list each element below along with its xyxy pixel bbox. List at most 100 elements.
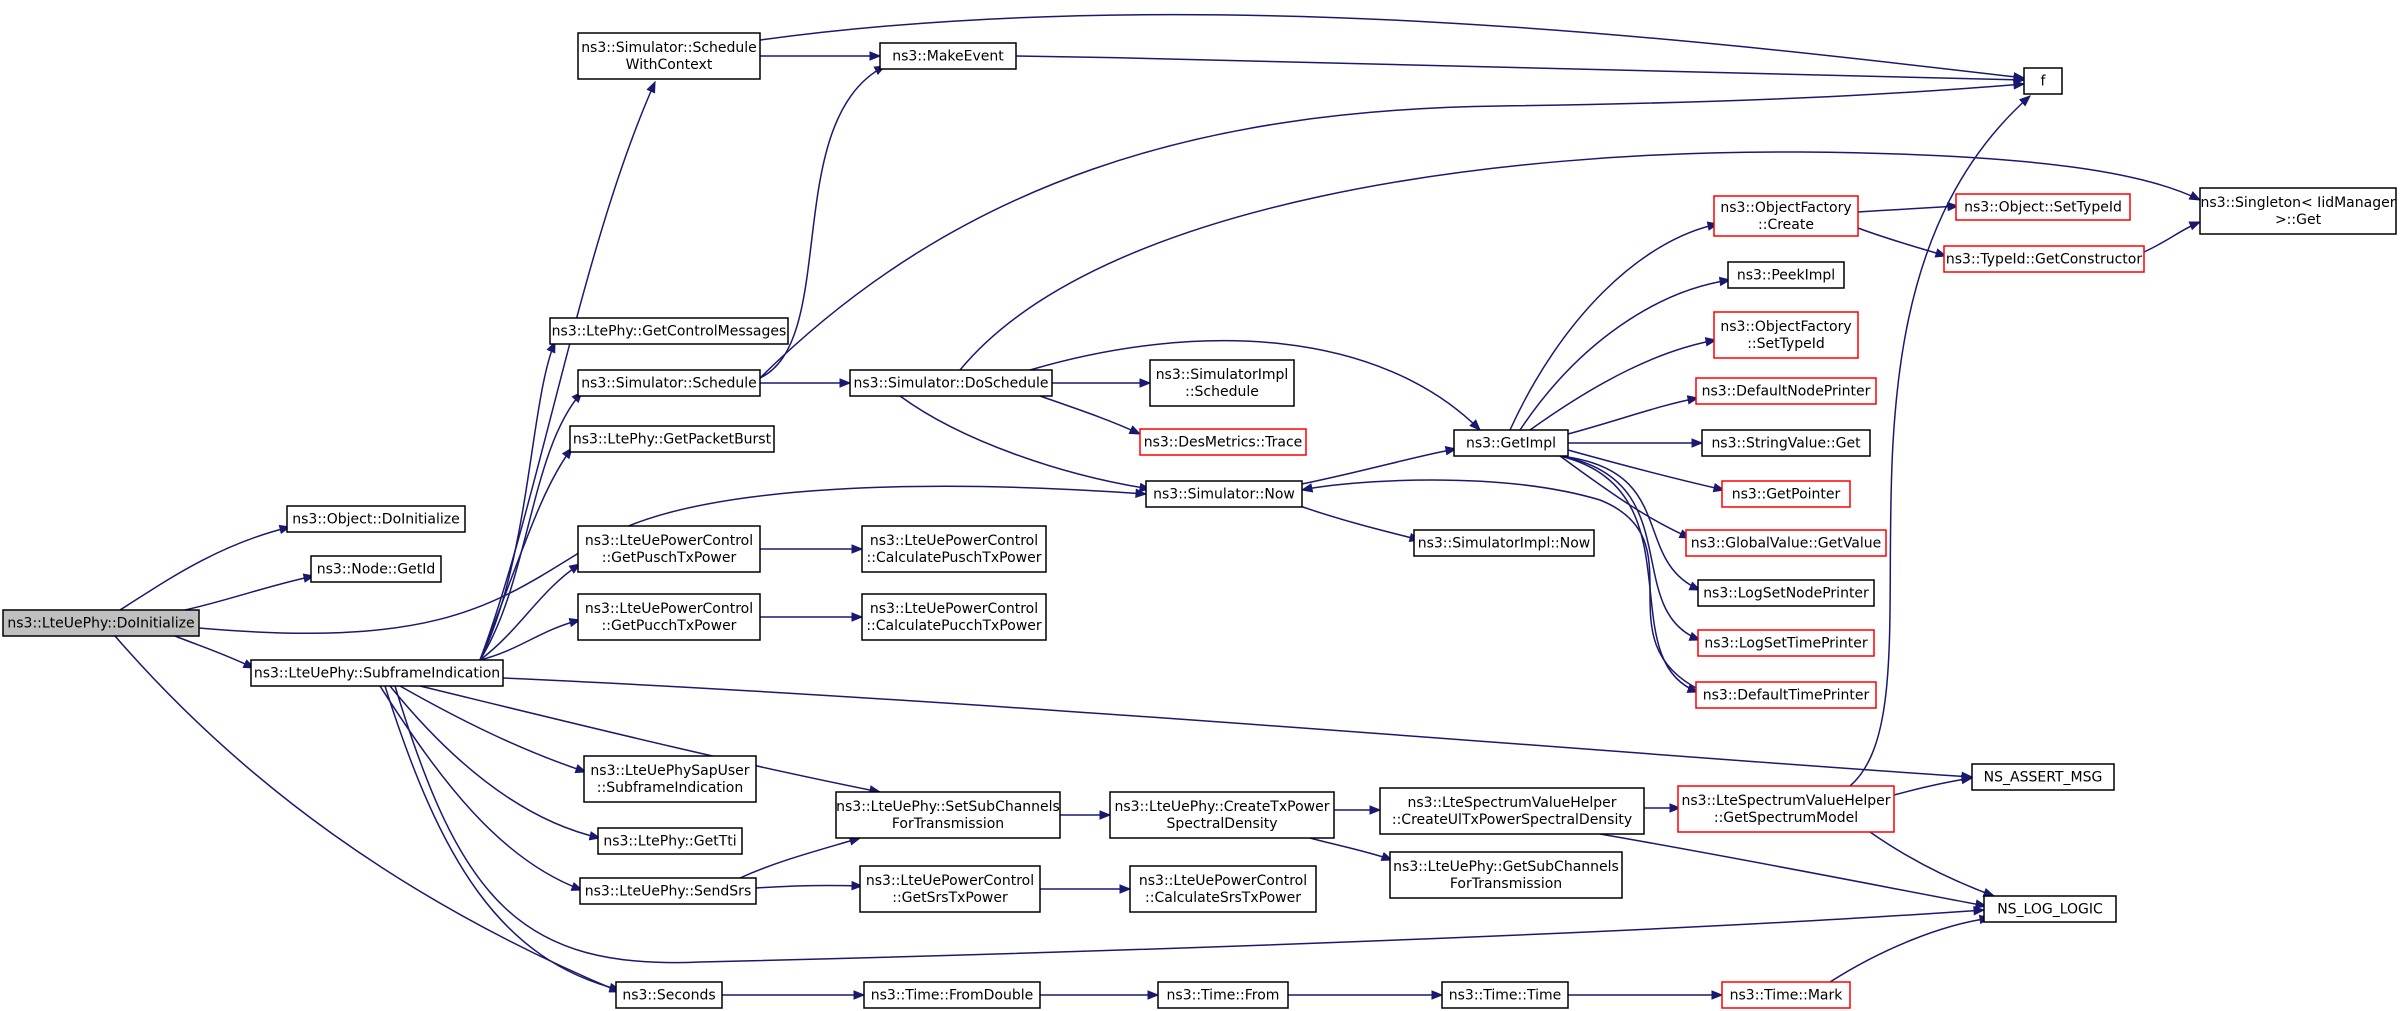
node-getsrs[interactable]: ns3::LteUePowerControl::GetSrsTxPower: [859, 865, 1041, 913]
node-deftimeprinter[interactable]: ns3::DefaultTimePrinter: [1695, 681, 1877, 709]
node-f[interactable]: f: [2023, 67, 2063, 95]
node-calcpucch[interactable]: ns3::LteUePowerControl::CalculatePucchTx…: [861, 593, 1047, 641]
node-label: ns3::Time::From: [1167, 988, 1280, 1004]
node-box: [1149, 359, 1295, 407]
node-loglogic[interactable]: NS_LOG_LOGIC: [1983, 895, 2117, 923]
node-label: ::CalculatePucchTxPower: [866, 618, 1042, 634]
node-timemark[interactable]: ns3::Time::Mark: [1721, 981, 1851, 1009]
node-objsettype[interactable]: ns3::Object::SetTypeId: [1955, 193, 2131, 221]
node-label: SpectralDensity: [1166, 816, 1277, 832]
node-getctrl[interactable]: ns3::LtePhy::GetControlMessages: [549, 317, 789, 345]
node-getsubch[interactable]: ns3::LteUePhy::GetSubChannelsForTransmis…: [1389, 851, 1623, 899]
node-doschedule[interactable]: ns3::Simulator::DoSchedule: [849, 369, 1053, 397]
node-box: [1697, 629, 1875, 657]
arrowhead: [1973, 906, 1986, 916]
node-label: ForTransmission: [892, 816, 1004, 832]
node-getimpl[interactable]: ns3::GetImpl: [1453, 429, 1569, 457]
node-calcsrs[interactable]: ns3::LteUePowerControl::CalculateSrsTxPo…: [1129, 865, 1317, 913]
edge-line: [1893, 777, 1973, 796]
node-nodegetid[interactable]: ns3::Node::GetId: [310, 555, 442, 583]
node-label: ns3::LteUePhy::CreateTxPower: [1115, 799, 1330, 815]
edge-getpusch-to-calcpusch: [760, 544, 864, 554]
edge-getimpl-to-defnodeprinter: [1567, 395, 1700, 435]
node-schedule[interactable]: ns3::Simulator::Schedule: [577, 369, 761, 397]
edge-createtx-to-getsubch: [1309, 837, 1394, 861]
node-sapuser[interactable]: ns3::LteUePhySapUser::SubframeIndication: [583, 755, 757, 803]
edge-doschedule-to-now: [899, 395, 1152, 493]
node-gettti[interactable]: ns3::LtePhy::GetTti: [597, 827, 743, 855]
node-label: NS_ASSERT_MSG: [1984, 770, 2103, 786]
node-getpucch[interactable]: ns3::LteUePowerControl::GetPucchTxPower: [577, 593, 761, 641]
node-implnow[interactable]: ns3::SimulatorImpl::Now: [1413, 529, 1595, 557]
node-singleton[interactable]: ns3::Singleton< IidManager >::Get: [2199, 187, 2397, 235]
edge-getimpl-to-strget: [1568, 438, 1704, 448]
node-box: [1157, 981, 1289, 1009]
node-sendsrs[interactable]: ns3::LteUePhy::SendSrs: [579, 877, 757, 905]
node-ofcreate[interactable]: ns3::ObjectFactory::Create: [1713, 195, 1859, 237]
arrowhead: [839, 378, 852, 388]
node-label: ::Create: [1758, 217, 1814, 233]
node-label: ns3::LteUePowerControl: [585, 533, 753, 549]
node-assertmsg[interactable]: NS_ASSERT_MSG: [1971, 763, 2115, 791]
node-label: ns3::LtePhy::GetPacketBurst: [573, 432, 772, 448]
node-label: ns3::DefaultNodePrinter: [1702, 384, 1871, 400]
node-root[interactable]: ns3::LteUePhy::DoInitialize: [2, 609, 200, 637]
edge-line: [1015, 55, 2025, 81]
node-defnodeprinter[interactable]: ns3::DefaultNodePrinter: [1695, 377, 1877, 405]
node-desmetrics[interactable]: ns3::DesMetrics::Trace: [1139, 428, 1307, 456]
node-label: f: [2041, 74, 2047, 90]
node-box: [577, 593, 761, 641]
node-createtx[interactable]: ns3::LteUePhy::CreateTxPowerSpectralDens…: [1109, 791, 1335, 839]
node-strget[interactable]: ns3::StringValue::Get: [1701, 429, 1871, 457]
node-timetime[interactable]: ns3::Time::Time: [1441, 981, 1569, 1009]
node-getpusch[interactable]: ns3::LteUePowerControl::GetPuschTxPower: [577, 525, 761, 573]
edge-createul-to-loglogic: [1599, 833, 1988, 909]
node-box: [577, 525, 761, 573]
node-label: ns3::LteUePhy::SubframeIndication: [254, 666, 500, 682]
node-label: ns3::LogSetTimePrinter: [1704, 636, 1868, 652]
arrowhead: [851, 544, 864, 554]
node-implsched[interactable]: ns3::SimulatorImpl::Schedule: [1149, 359, 1295, 407]
node-getpointer[interactable]: ns3::GetPointer: [1721, 480, 1851, 508]
node-now[interactable]: ns3::Simulator::Now: [1145, 480, 1303, 508]
edge-timemark-to-loglogic: [1829, 914, 1992, 983]
node-calcpusch[interactable]: ns3::LteUePowerControl::CalculatePuschTx…: [861, 525, 1047, 573]
node-box: [2199, 187, 2397, 235]
node-box: [286, 505, 466, 533]
node-label: ::GetSrsTxPower: [892, 890, 1008, 906]
edge-line: [1299, 505, 1421, 541]
edge-root-to-objinit: [119, 524, 292, 611]
node-setsubch[interactable]: ns3::LteUePhy::SetSubChannelsForTransmis…: [835, 791, 1061, 839]
node-getpacket[interactable]: ns3::LtePhy::GetPacketBurst: [569, 425, 775, 453]
node-box: [849, 369, 1053, 397]
edge-deftimeprinter-to-now: [1300, 479, 1701, 691]
node-box: [1943, 245, 2145, 273]
node-label: ns3::SimulatorImpl: [1156, 367, 1289, 383]
node-logsetnode[interactable]: ns3::LogSetNodePrinter: [1697, 579, 1875, 607]
node-label: ns3::DesMetrics::Trace: [1144, 435, 1303, 451]
node-gvgetvalue[interactable]: ns3::GlobalValue::GetValue: [1685, 529, 1887, 557]
edge-now-to-getimpl: [1301, 446, 1458, 485]
arrowhead: [2188, 191, 2202, 201]
node-createul[interactable]: ns3::LteSpectrumValueHelper::CreateUlTxP…: [1379, 787, 1645, 835]
node-getspectrum[interactable]: ns3::LteSpectrumValueHelper::GetSpectrum…: [1677, 785, 1895, 833]
node-ofsettype[interactable]: ns3::ObjectFactory::SetTypeId: [1713, 311, 1859, 359]
node-getctor[interactable]: ns3::TypeId::GetConstructor: [1943, 245, 2145, 273]
node-peekimpl[interactable]: ns3::PeekImpl: [1727, 261, 1845, 289]
node-box: [615, 981, 723, 1009]
node-makeevent[interactable]: ns3::MakeEvent: [879, 42, 1017, 70]
arrowhead: [1139, 378, 1152, 388]
arrowhead: [851, 612, 864, 622]
node-fromdouble[interactable]: ns3::Time::FromDouble: [863, 981, 1041, 1009]
node-seconds[interactable]: ns3::Seconds: [615, 981, 723, 1009]
edge-subframe-to-getpusch: [479, 563, 582, 661]
node-logsettime[interactable]: ns3::LogSetTimePrinter: [1697, 629, 1875, 657]
node-objinit[interactable]: ns3::Object::DoInitialize: [286, 505, 466, 533]
node-label: ns3::Seconds: [622, 988, 715, 1004]
edge-line: [479, 563, 581, 661]
node-label: ns3::ObjectFactory: [1720, 200, 1851, 216]
node-timefrom[interactable]: ns3::Time::From: [1157, 981, 1289, 1009]
edge-root-to-nodegetid: [184, 573, 316, 611]
node-subframe[interactable]: ns3::LteUePhy::SubframeIndication: [250, 659, 504, 687]
